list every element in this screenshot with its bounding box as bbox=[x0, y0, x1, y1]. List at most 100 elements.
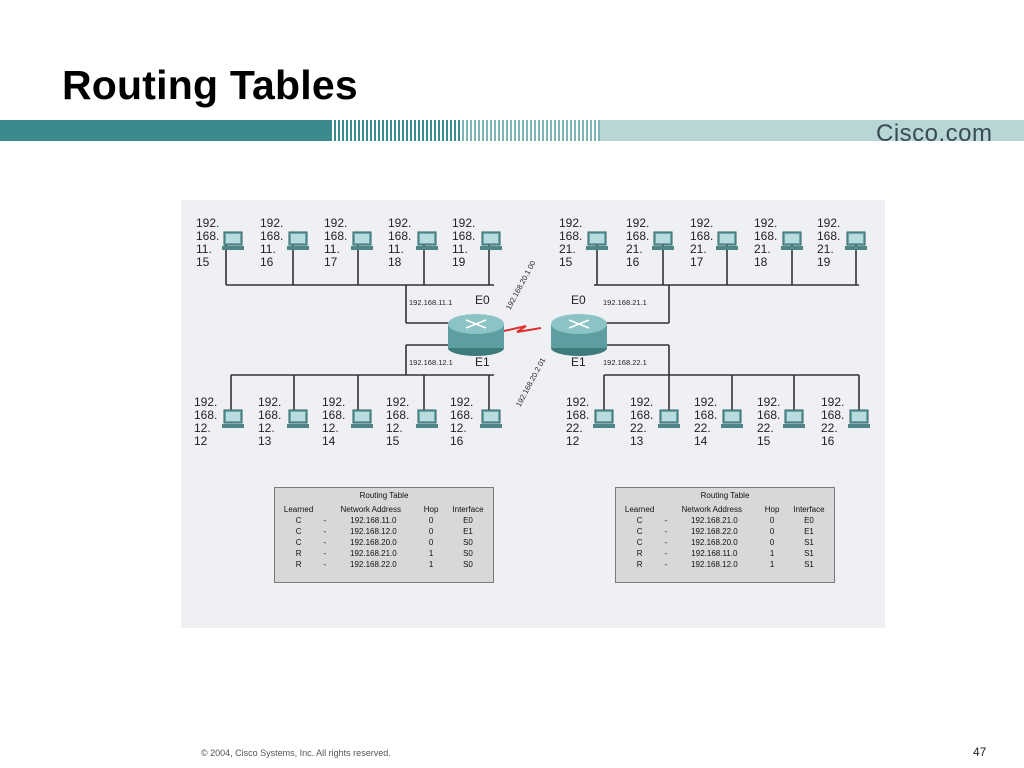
right-e0-label: E0 bbox=[569, 293, 588, 307]
computer-icon bbox=[586, 231, 608, 250]
host-label: 192. 168. 12. 16 bbox=[450, 395, 474, 448]
left-e0-ip: 192.168.11.1 bbox=[407, 298, 455, 307]
computer-icon bbox=[783, 409, 805, 428]
cell-network: 192.168.20.0 bbox=[691, 538, 738, 547]
cell-hop: 0 bbox=[428, 516, 434, 525]
cell-learned: C bbox=[295, 516, 302, 525]
cell-interface: E0 bbox=[804, 516, 814, 525]
cell-interface: S1 bbox=[804, 549, 814, 558]
computer-icon bbox=[480, 409, 502, 428]
computer-icon bbox=[721, 409, 743, 428]
cell-hop: 1 bbox=[428, 560, 434, 569]
host-label: 192. 168. 11. 18 bbox=[388, 216, 412, 269]
cell-network: 192.168.11.0 bbox=[350, 516, 397, 525]
copyright-footer: © 2004, Cisco Systems, Inc. All rights r… bbox=[201, 748, 391, 758]
host-label: 192. 168. 22. 13 bbox=[630, 395, 654, 448]
cell-learned: C bbox=[636, 516, 643, 525]
cell-dash: - bbox=[664, 560, 668, 569]
router-right bbox=[551, 314, 607, 356]
cell-interface: S1 bbox=[804, 560, 814, 569]
host-label: 192. 168. 22. 14 bbox=[694, 395, 718, 448]
host-label: 192. 168. 21. 17 bbox=[690, 216, 714, 269]
cell-dash: - bbox=[323, 560, 327, 569]
router-left bbox=[448, 314, 504, 356]
left-e1-ip: 192.168.12.1 bbox=[407, 358, 455, 367]
host-label: 192. 168. 22. 15 bbox=[757, 395, 781, 448]
computer-icon bbox=[416, 409, 438, 428]
cell-dash: - bbox=[323, 516, 327, 525]
cell-interface: E1 bbox=[804, 527, 814, 536]
cell-network: 192.168.11.0 bbox=[691, 549, 738, 558]
cell-learned: R bbox=[636, 549, 643, 558]
cell-dash: - bbox=[664, 549, 668, 558]
host-label: 192. 168. 11. 19 bbox=[452, 216, 476, 269]
table-row: C - 192.168.11.0 0 E0 bbox=[275, 515, 493, 526]
routing-table-left: Routing Table Learned Network Address Ho… bbox=[274, 487, 494, 583]
cell-hop: 0 bbox=[769, 538, 775, 547]
host-label: 192. 168. 12. 13 bbox=[258, 395, 282, 448]
cell-hop: 0 bbox=[428, 527, 434, 536]
cell-network: 192.168.12.0 bbox=[350, 527, 397, 536]
cell-hop: 0 bbox=[769, 527, 775, 536]
col-hop: Hop bbox=[764, 505, 780, 514]
routing-table-title: Routing Table bbox=[359, 491, 409, 500]
col-interface: Interface bbox=[793, 505, 825, 514]
cell-network: 192.168.21.0 bbox=[691, 516, 738, 525]
cell-interface: S0 bbox=[463, 549, 473, 558]
network-diagram: 192. 168. 11. 15 192. 168. 11. 16 192. 1… bbox=[181, 200, 885, 628]
routing-table-right: Routing Table Learned Network Address Ho… bbox=[615, 487, 835, 583]
left-e1-label: E1 bbox=[473, 355, 492, 369]
diagram-lines bbox=[222, 231, 870, 428]
cell-dash: - bbox=[323, 538, 327, 547]
col-interface: Interface bbox=[452, 505, 484, 514]
cell-network: 192.168.22.0 bbox=[350, 560, 397, 569]
cell-dash: - bbox=[664, 516, 668, 525]
host-label: 192. 168. 11. 15 bbox=[196, 216, 220, 269]
col-hop: Hop bbox=[423, 505, 439, 514]
cell-interface: S0 bbox=[463, 560, 473, 569]
computer-icon bbox=[287, 409, 309, 428]
slide-title: Routing Tables bbox=[62, 62, 358, 108]
cell-dash: - bbox=[323, 549, 327, 558]
table-row: C - 192.168.21.0 0 E0 bbox=[616, 515, 834, 526]
cell-learned: C bbox=[636, 538, 643, 547]
page-number: 47 bbox=[973, 745, 987, 759]
computer-icon bbox=[351, 231, 373, 250]
right-e1-label: E1 bbox=[569, 355, 588, 369]
computer-icon bbox=[716, 231, 738, 250]
cell-hop: 0 bbox=[428, 538, 434, 547]
cell-dash: - bbox=[323, 527, 327, 536]
host-label: 192. 168. 21. 19 bbox=[817, 216, 841, 269]
computer-icon bbox=[658, 409, 680, 428]
host-label: 192. 168. 11. 17 bbox=[324, 216, 348, 269]
cell-interface: S0 bbox=[463, 538, 473, 547]
cisco-logo: Cisco.com bbox=[876, 120, 993, 147]
computer-icon bbox=[845, 231, 867, 250]
right-e0-ip: 192.168.21.1 bbox=[601, 298, 649, 307]
host-label: 192. 168. 21. 16 bbox=[626, 216, 650, 269]
host-label: 192. 168. 22. 16 bbox=[821, 395, 845, 448]
cell-hop: 0 bbox=[769, 516, 775, 525]
cell-dash: - bbox=[664, 527, 668, 536]
computer-icon bbox=[593, 409, 615, 428]
cell-interface: E0 bbox=[463, 516, 473, 525]
computer-icon bbox=[480, 231, 502, 250]
host-label: 192. 168. 22. 12 bbox=[566, 395, 590, 448]
header-banner bbox=[0, 117, 1024, 144]
host-label: 192. 168. 12. 12 bbox=[194, 395, 218, 448]
host-label: 192. 168. 12. 15 bbox=[386, 395, 410, 448]
computer-icon bbox=[848, 409, 870, 428]
cell-learned: C bbox=[295, 527, 302, 536]
computer-icon bbox=[222, 409, 244, 428]
col-network: Network Address bbox=[681, 505, 742, 514]
host-label: 192. 168. 12. 14 bbox=[322, 395, 346, 448]
computer-icon bbox=[781, 231, 803, 250]
right-e1-ip: 192.168.22.1 bbox=[601, 358, 649, 367]
cell-network: 192.168.12.0 bbox=[691, 560, 738, 569]
computer-icon bbox=[652, 231, 674, 250]
cell-hop: 1 bbox=[769, 560, 775, 569]
